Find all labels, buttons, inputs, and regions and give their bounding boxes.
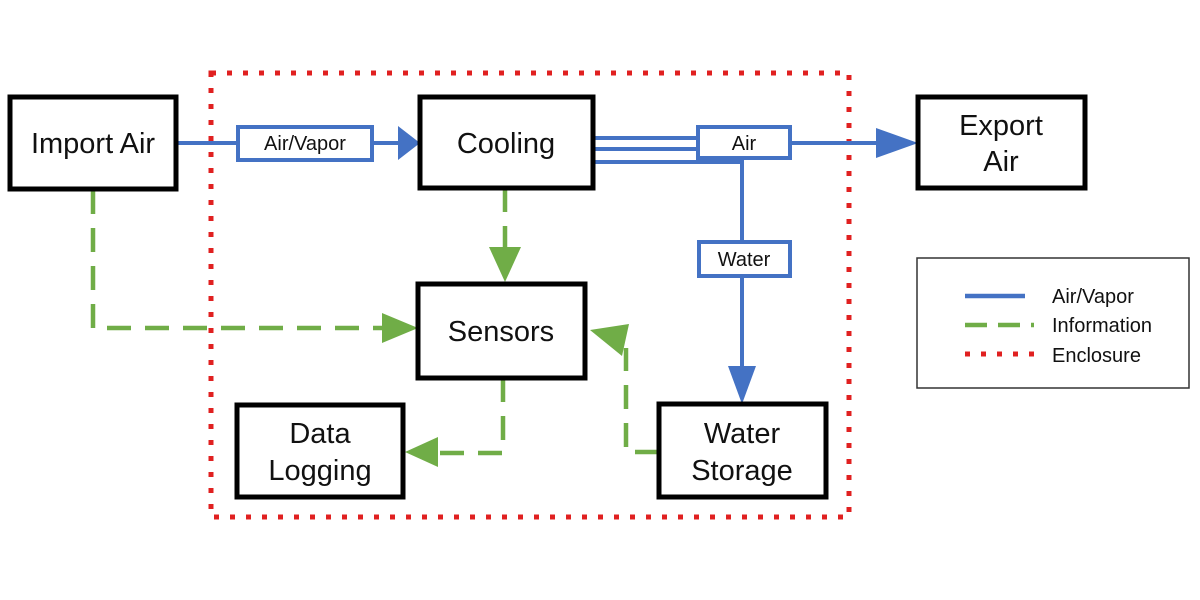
storage-to-sensors-info: [623, 348, 659, 455]
legend-information-label: Information: [1052, 315, 1152, 337]
node-cooling-label: Cooling: [457, 128, 555, 160]
legend-enclosure-label: Enclosure: [1052, 345, 1141, 367]
airvapor-label: Air/Vapor: [236, 125, 374, 162]
node-water-storage-label-line2: Storage: [691, 455, 793, 487]
export-arrowhead: [876, 128, 918, 158]
node-water-storage-label-line1: Water: [704, 418, 781, 450]
cooling-arrowhead: [398, 126, 420, 160]
node-sensors-label: Sensors: [448, 316, 554, 348]
node-import-air: Import Air: [7, 94, 179, 192]
datalogging-arrowhead: [405, 437, 438, 467]
airvapor-label-text: Air/Vapor: [264, 133, 346, 155]
node-water-storage: Water Storage: [656, 401, 829, 500]
node-data-logging-label-line1: Data: [289, 418, 351, 450]
storage-sensors-arrowhead: [590, 324, 629, 356]
cooling-sensors-arrowhead: [489, 247, 521, 282]
storage-arrowhead: [728, 366, 756, 404]
water-label-text: Water: [718, 249, 771, 271]
sensors-to-datalogging-info: [435, 378, 506, 456]
import-to-sensors-info: [90, 190, 385, 331]
water-label: Water: [697, 240, 792, 278]
cooling-to-water-line: [593, 160, 744, 242]
node-data-logging-label-line2: Logging: [268, 455, 371, 487]
node-import-air-label: Import Air: [31, 128, 155, 160]
node-sensors: Sensors: [415, 281, 588, 381]
node-export-air-label-line2: Air: [983, 146, 1019, 178]
legend-airvapor-label: Air/Vapor: [1052, 286, 1134, 308]
node-cooling: Cooling: [417, 94, 596, 191]
node-data-logging: Data Logging: [234, 402, 406, 500]
air-label-text: Air: [732, 133, 757, 155]
import-sensors-arrowhead: [382, 313, 418, 343]
node-export-air-label-line1: Export: [959, 110, 1043, 142]
legend: Air/Vapor Information Enclosure: [916, 257, 1190, 389]
node-export-air: Export Air: [915, 94, 1088, 191]
air-label: Air: [696, 125, 792, 160]
